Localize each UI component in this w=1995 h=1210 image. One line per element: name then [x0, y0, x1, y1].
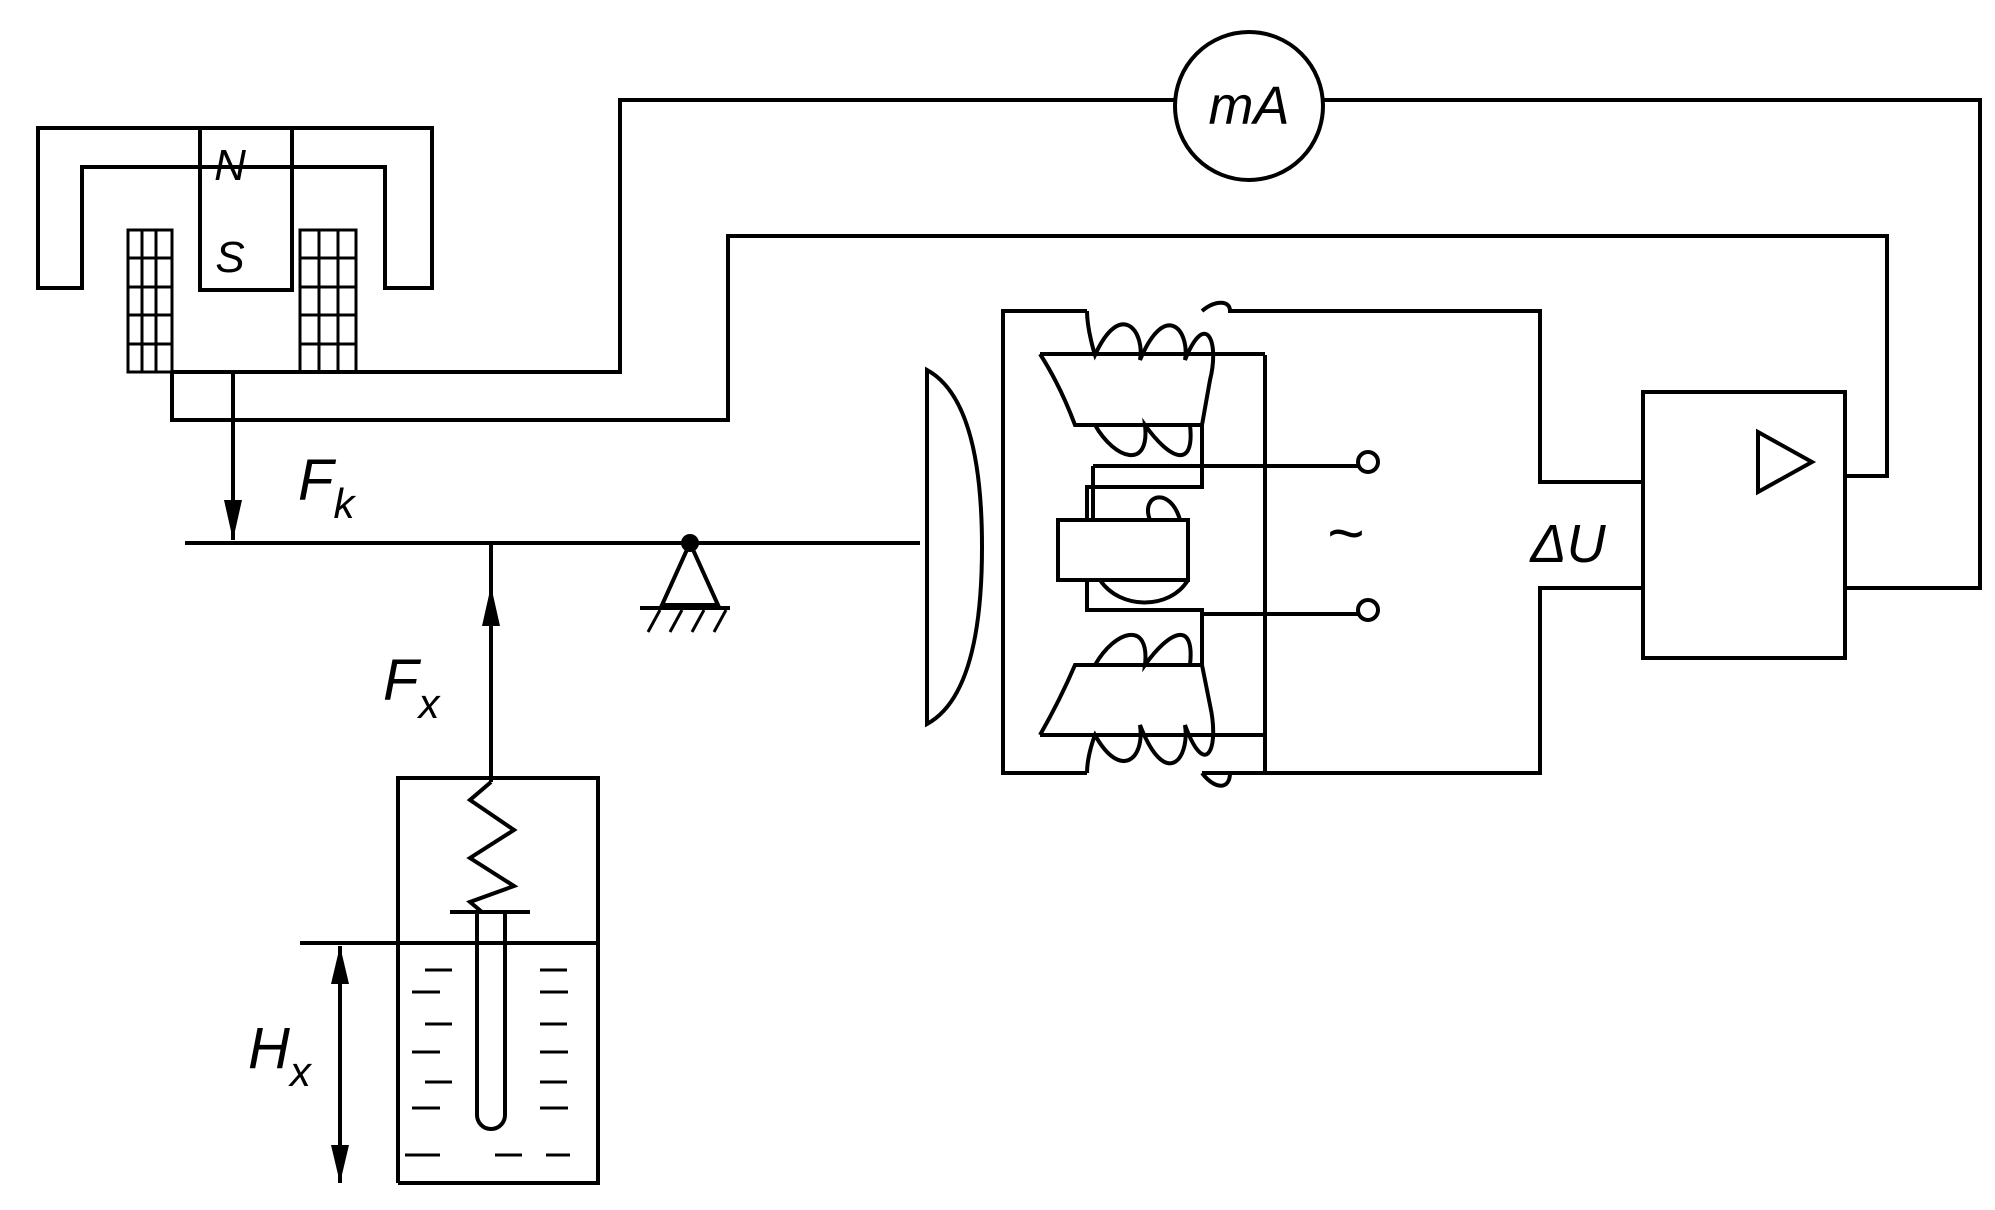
ac-supply-label: ~: [1326, 497, 1363, 569]
magnet-assembly: N S: [36, 126, 434, 374]
pivot-fulcrum: [640, 534, 730, 633]
differential-transformer: ~: [1001, 300, 1643, 788]
wire-coil-to-amplifier: [170, 234, 1889, 478]
moving-coil-right: [298, 228, 358, 374]
amplifier: [1641, 390, 1847, 660]
moving-coil-left: [126, 228, 174, 374]
primary-winding: [1091, 464, 1204, 624]
level-dimension-arrow: [331, 946, 349, 1183]
magnet-south-label: S: [215, 233, 244, 282]
spring: [466, 780, 519, 914]
measured-force-arrow: [482, 543, 500, 782]
liquid-tank: [300, 776, 600, 1185]
wire-milliammeter-to-amplifier: [1323, 98, 1982, 590]
measured-force-label: Fx: [383, 648, 441, 727]
magnet-yoke: [36, 126, 434, 290]
level-label: Hx: [248, 1016, 313, 1095]
milliammeter-label: mA: [1209, 76, 1290, 136]
ac-terminal-bottom: [1356, 598, 1380, 622]
compensation-force-arrow: [224, 372, 242, 540]
amplifier-triangle-icon: [1756, 428, 1817, 496]
liquid-fill-marks: [405, 968, 570, 1157]
transformer-frame: [1001, 309, 1267, 775]
magnet-north-label: N: [214, 141, 246, 190]
voltage-difference-label: ΔU: [1528, 514, 1606, 574]
milliammeter-circle: [1173, 30, 1325, 182]
wire-coil-to-milliammeter: [172, 98, 1175, 374]
displacer-float: [450, 910, 530, 1131]
compensation-force-label: Fk: [298, 448, 356, 527]
ac-terminal-top: [1356, 450, 1380, 474]
upper-winding: [1085, 310, 1216, 458]
amplifier-box: [1641, 390, 1847, 660]
milliammeter: mA: [1173, 30, 1325, 182]
lower-winding: [1085, 632, 1216, 774]
armature-plate: [925, 366, 985, 728]
transformer-core-bottom: [1038, 580, 1265, 737]
transformer-core-top: [1038, 352, 1265, 520]
magnet-core: [198, 126, 294, 292]
transformer-core-middle: [1056, 518, 1190, 582]
